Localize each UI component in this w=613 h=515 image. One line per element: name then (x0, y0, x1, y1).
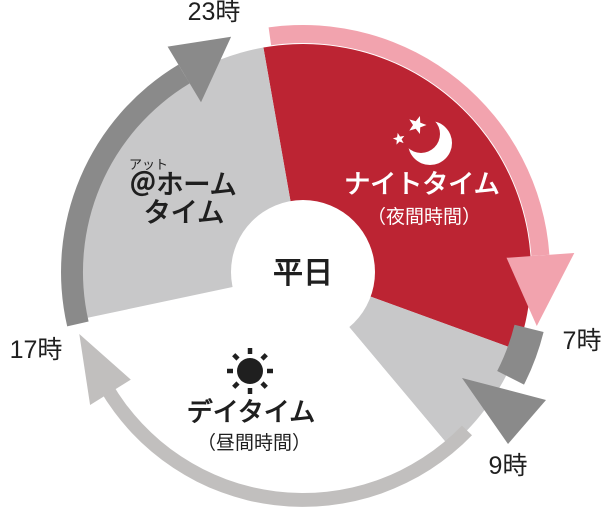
day-cycle-arrow (79, 334, 472, 507)
star-small (392, 132, 405, 145)
night-segment-title: ナイトタイム (344, 169, 499, 199)
sun-disc (237, 358, 263, 384)
star-large (409, 115, 427, 135)
athome-ruby-label: アット (129, 157, 168, 172)
morning-cycle-arrow-head (462, 378, 546, 444)
day-cycle-arrow-shaft (99, 382, 472, 507)
morning-cycle-arrow (462, 324, 546, 444)
moon-cutout (402, 115, 440, 153)
day-cycle-arrow-head (79, 334, 131, 405)
athome-cycle-arrow-shaft (61, 64, 190, 327)
moon-stars-icon (392, 115, 452, 165)
time-marker-9: 9時 (489, 452, 528, 480)
sun-icon (227, 348, 273, 394)
athome-cycle-arrow (61, 36, 232, 327)
day-segment-title: デイタイム (187, 397, 315, 427)
athome-segment-title-line2: タイム (144, 198, 224, 228)
athome-cycle-arrow-head (167, 36, 232, 103)
night-cycle-arrow-head (506, 253, 575, 326)
day-segment-subtitle: （昼間時間） (197, 432, 311, 454)
time-marker-17: 17時 (10, 336, 63, 364)
morning-cycle-arrow-shaft (497, 324, 544, 385)
time-marker-23: 23時 (188, 0, 241, 26)
athome-segment-title-line1: ＠ホーム (129, 170, 236, 200)
night-cycle-arrow-shaft (268, 24, 550, 256)
center-weekday-label: 平日 (273, 257, 333, 290)
night-segment-subtitle: （夜間時間） (367, 206, 481, 228)
sun-rays (227, 348, 273, 394)
center-circle (231, 200, 375, 344)
night-cycle-arrow (268, 24, 575, 326)
time-marker-7: 7時 (563, 327, 602, 355)
